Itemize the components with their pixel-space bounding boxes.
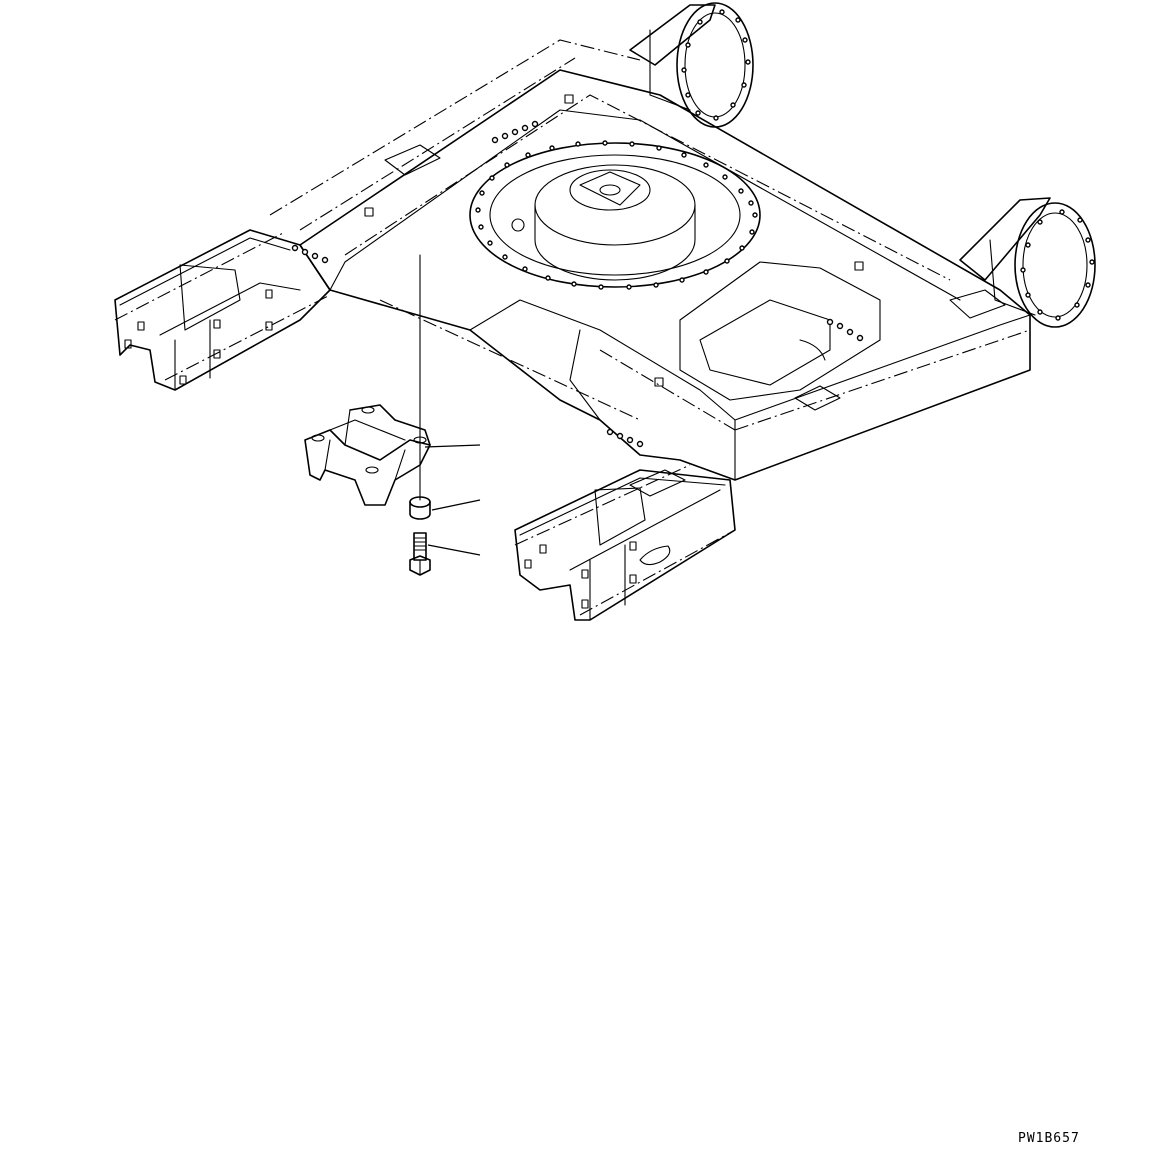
track-frame — [114, 39, 1031, 621]
swing-circle-bolts — [475, 140, 758, 290]
final-drive-front — [959, 197, 1096, 328]
leader-collar — [431, 499, 481, 511]
final-drive-rear — [629, 2, 754, 128]
leader-bolt — [427, 544, 481, 556]
drawing-code: PW1B657 — [1018, 1131, 1080, 1146]
cover-bracket-part — [304, 404, 431, 506]
swing-circle — [469, 140, 761, 290]
left-arm-bolts — [124, 289, 273, 385]
bolt-part — [409, 532, 431, 576]
leader-cover — [424, 444, 481, 448]
reference-leaders — [424, 444, 481, 556]
front-leg-bolts — [524, 541, 637, 609]
deck-bolt-row — [291, 120, 864, 448]
